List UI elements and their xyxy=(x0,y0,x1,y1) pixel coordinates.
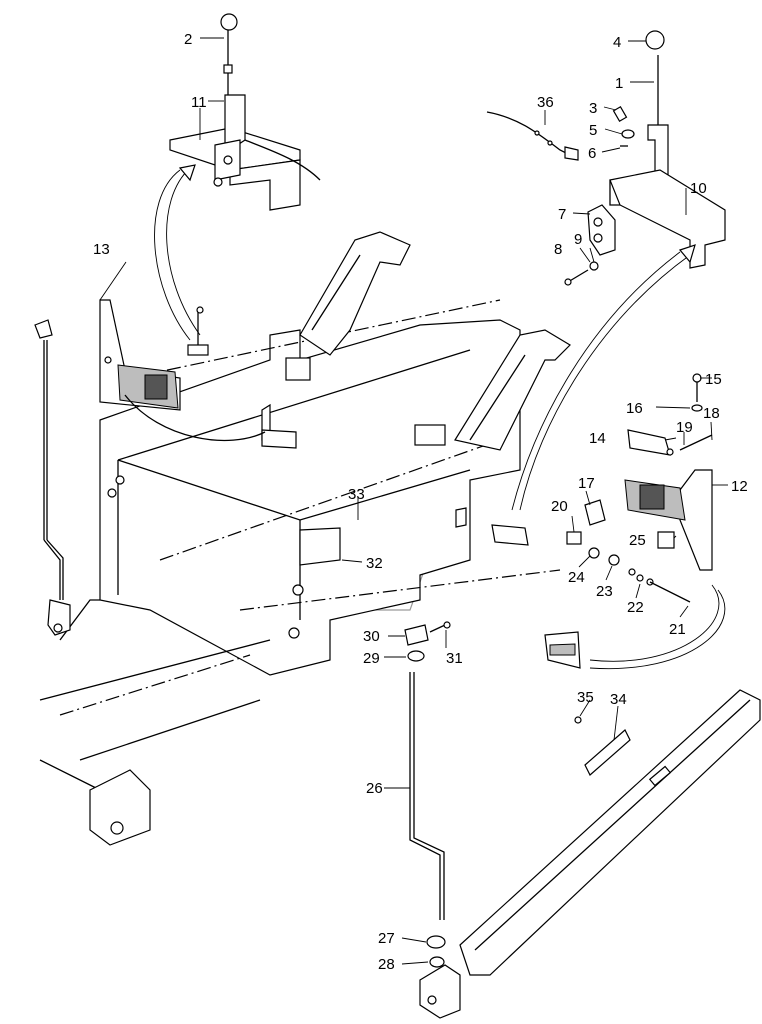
label-part-19: 19 xyxy=(676,419,693,436)
label-part-15: 15 xyxy=(705,371,722,388)
label-part-31: 31 xyxy=(446,650,463,667)
label-part-16: 16 xyxy=(626,400,643,417)
label-part-17: 17 xyxy=(578,475,595,492)
label-part-23: 23 xyxy=(596,583,613,600)
label-part-28: 28 xyxy=(378,956,395,973)
label-part-21: 21 xyxy=(669,621,686,638)
label-part-6: 6 xyxy=(588,145,596,162)
label-part-4: 4 xyxy=(613,34,621,51)
left-rod xyxy=(34,319,64,600)
part-labels: 1 2 3 4 5 6 7 8 9 10 11 12 13 14 15 16 1… xyxy=(93,31,748,973)
part-13-plate xyxy=(99,299,266,442)
label-part-7: 7 xyxy=(558,206,566,223)
label-part-32: 32 xyxy=(366,555,383,572)
label-part-9: 9 xyxy=(574,231,582,248)
label-part-29: 29 xyxy=(363,650,380,667)
lever-assembly-right xyxy=(486,30,726,511)
label-part-1: 1 xyxy=(615,75,623,92)
label-part-24: 24 xyxy=(568,569,585,586)
label-part-27: 27 xyxy=(378,930,395,947)
main-frame xyxy=(39,231,571,846)
rod-assembly xyxy=(404,621,451,968)
label-part-18: 18 xyxy=(703,405,720,422)
label-part-14: 14 xyxy=(589,430,606,447)
label-part-12: 12 xyxy=(731,478,748,495)
label-part-22: 22 xyxy=(627,599,644,616)
leader-lines xyxy=(99,37,728,965)
lower-beam xyxy=(419,689,761,1019)
label-part-35: 35 xyxy=(577,689,594,706)
label-part-11: 11 xyxy=(191,94,207,111)
label-part-36: 36 xyxy=(537,94,554,111)
label-part-2: 2 xyxy=(184,31,192,48)
label-part-10: 10 xyxy=(690,180,707,197)
label-part-13: 13 xyxy=(93,241,110,258)
label-part-3: 3 xyxy=(589,100,597,117)
part-12-plate xyxy=(544,373,726,670)
lever-assembly-left xyxy=(154,13,321,356)
label-part-20: 20 xyxy=(551,498,568,515)
part-34-bracket xyxy=(574,716,631,776)
label-part-34: 34 xyxy=(610,691,627,708)
label-part-25: 25 xyxy=(629,532,646,549)
label-part-8: 8 xyxy=(554,241,562,258)
label-part-33: 33 xyxy=(348,486,365,503)
label-part-26: 26 xyxy=(366,780,383,797)
label-part-5: 5 xyxy=(589,122,597,139)
label-part-30: 30 xyxy=(363,628,380,645)
